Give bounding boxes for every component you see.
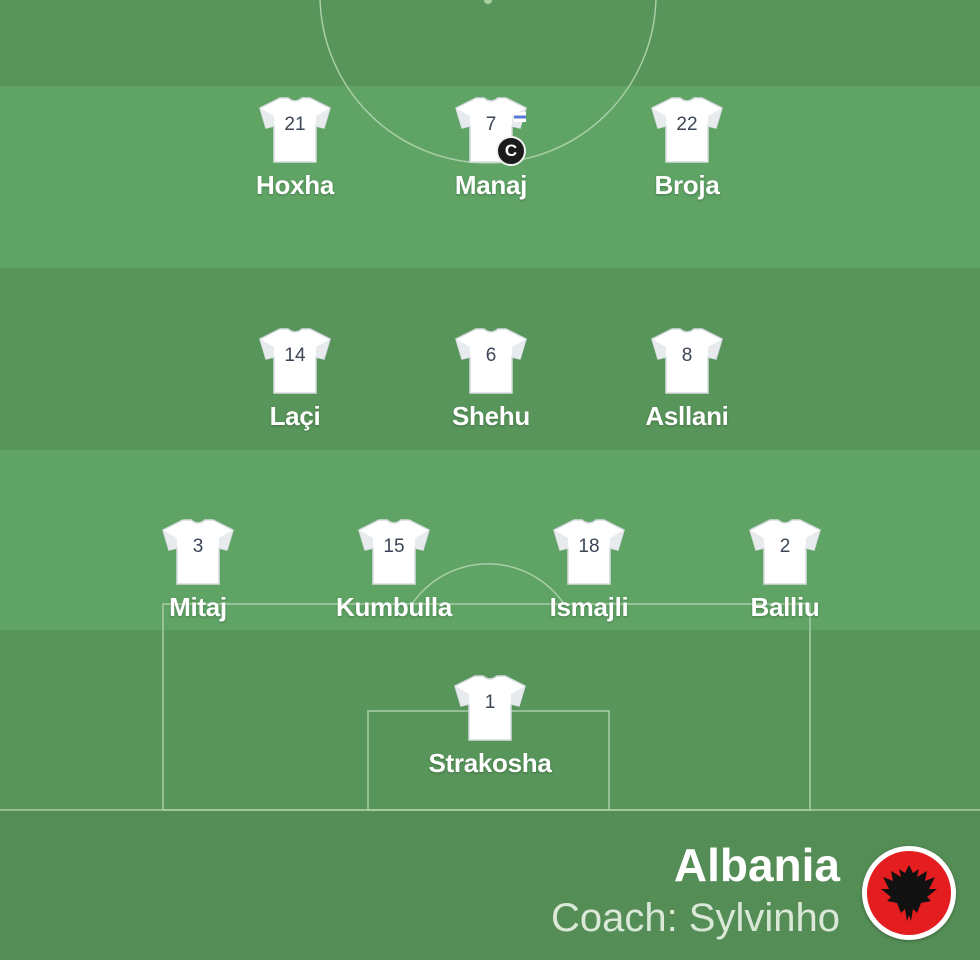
captain-badge-icon: C	[496, 136, 526, 166]
shirt-icon: 14	[258, 327, 332, 395]
center-spot	[484, 0, 492, 4]
shirt-icon: 7 C	[454, 96, 528, 166]
player-name: Manaj	[454, 170, 528, 200]
shirt-number: 2	[779, 536, 791, 557]
shirt-icon: 2	[748, 518, 822, 586]
shirt-number: 1	[484, 692, 496, 713]
shirt-number: 8	[681, 345, 693, 366]
player-name: Broja	[654, 170, 720, 200]
shirt-icon: 8	[650, 327, 724, 395]
player-name: Laçi	[269, 401, 321, 431]
shirt-icon: 18	[552, 518, 626, 586]
player-broja[interactable]: 22 Broja	[607, 96, 767, 201]
player-asllani[interactable]: 8 Asllani	[607, 327, 767, 432]
shirt-number: 18	[578, 536, 600, 557]
shirt-number: 21	[284, 114, 306, 135]
player-strakosha[interactable]: 1 Strakosha	[410, 674, 570, 779]
player-name: Hoxha	[256, 170, 334, 200]
shirt-icon: 6	[454, 327, 528, 395]
shirt-icon: 3	[161, 518, 235, 586]
shirt-number: 7	[485, 114, 497, 135]
player-laci[interactable]: 14 Laçi	[215, 327, 375, 432]
shirt-number: 22	[676, 114, 698, 135]
player-name: Asllani	[645, 401, 729, 431]
player-balliu[interactable]: 2 Balliu	[705, 518, 865, 623]
player-kumbulla[interactable]: 15 Kumbulla	[314, 518, 474, 623]
pitch-stripe	[0, 0, 980, 86]
player-name: Kumbulla	[335, 592, 453, 622]
player-name: Strakosha	[428, 748, 552, 778]
nationality-flag-icon	[514, 112, 526, 122]
coach-name: Coach: Sylvinho	[550, 896, 840, 940]
penalty-arc	[411, 563, 565, 605]
player-hoxha[interactable]: 21 Hoxha	[215, 96, 375, 201]
shirt-icon: 15	[357, 518, 431, 586]
team-info-band	[0, 810, 980, 960]
shirt-icon: 1	[453, 674, 527, 742]
player-manaj[interactable]: 7 C Manaj	[411, 96, 571, 201]
player-ismajli[interactable]: 18 Ismajli	[509, 518, 669, 623]
player-mitaj[interactable]: 3 Mitaj	[118, 518, 278, 623]
player-shehu[interactable]: 6 Shehu	[411, 327, 571, 432]
albania-flag-icon[interactable]	[862, 846, 956, 940]
shirt-number: 14	[284, 345, 306, 366]
shirt-icon: 22	[650, 96, 724, 164]
shirt-number: 15	[383, 536, 405, 557]
team-name: Albania	[673, 839, 840, 891]
player-name: Shehu	[452, 401, 530, 431]
center-circle	[319, 0, 657, 164]
player-name: Mitaj	[169, 592, 227, 622]
player-name: Balliu	[750, 592, 820, 622]
player-name: Ismajli	[549, 592, 629, 622]
shirt-number: 3	[192, 536, 204, 557]
shirt-icon: 21	[258, 96, 332, 164]
shirt-number: 6	[485, 345, 497, 366]
